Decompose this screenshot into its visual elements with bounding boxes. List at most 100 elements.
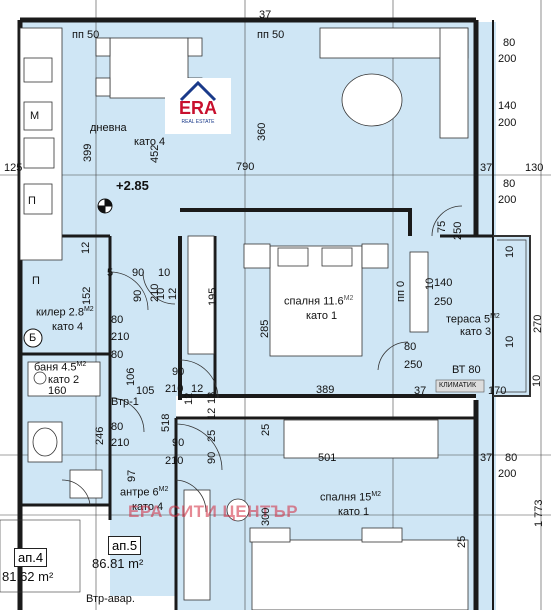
dim-389: 389 — [316, 384, 335, 396]
vt80-label: ВТ 80 — [452, 364, 481, 376]
dim-97: 97 — [126, 469, 138, 482]
dim-210d: 210 — [111, 437, 130, 449]
dim-12c: 12 — [191, 383, 204, 395]
living-room-level: +2.85 — [116, 178, 149, 193]
dim-80b: 80 — [503, 178, 516, 190]
logo-tagline: REAL ESTATE — [181, 119, 215, 125]
window-pp0: пп 0 — [395, 280, 407, 302]
dim-37-mid: 37 — [480, 162, 493, 174]
vtr-avar-label: Втр-авар. — [86, 593, 135, 605]
dim-25b: 25 — [206, 429, 218, 442]
dim-250a: 250 — [452, 221, 464, 240]
dim-210e: 210 — [165, 455, 184, 467]
dim-10f: 10 — [155, 287, 167, 300]
dim-12b: 12 — [167, 287, 179, 300]
bath-name: баня 4.5M2 — [34, 361, 87, 374]
dim-80d: 80 — [404, 341, 417, 353]
dim-10e: 10 — [158, 267, 171, 279]
dim-25a: 25 — [260, 423, 272, 436]
shaft-label: Б — [29, 332, 37, 344]
dim-300: 300 — [260, 507, 272, 526]
dim-399: 399 — [82, 143, 94, 162]
dim-285: 285 — [259, 319, 271, 338]
dim-12d: 12 — [206, 407, 218, 420]
dim-80e: 80 — [111, 314, 124, 326]
dim-452: 452 — [149, 144, 161, 163]
dim-12e: 12 — [183, 392, 195, 405]
dim-37b: 37 — [414, 385, 427, 397]
dim-90b: 90 — [132, 289, 144, 302]
dim-10c: 10 — [531, 374, 543, 387]
logo-brand: ERA — [178, 98, 217, 118]
hall-name: антре 6M2 — [120, 486, 169, 499]
unit-ap4-label: ап.4 — [14, 548, 48, 567]
dim-75: 75 — [436, 220, 448, 233]
dim-200a: 200 — [498, 53, 517, 65]
living-room-name: дневна — [90, 122, 127, 134]
dim-250c: 250 — [404, 359, 423, 371]
unit-ap5-area: 86.81 m² — [92, 556, 144, 571]
dim-360: 360 — [256, 122, 268, 141]
dim-90c: 90 — [172, 366, 185, 378]
dim-10b: 10 — [504, 335, 516, 348]
furniture — [19, 27, 469, 610]
living-room-floor: като 4 — [134, 136, 166, 148]
dim-170: 170 — [488, 385, 507, 397]
dim-140b: 140 — [434, 277, 453, 289]
window-pp50-a: пп 50 — [72, 29, 100, 41]
dim-80c: 80 — [505, 452, 518, 464]
dim-270: 270 — [532, 314, 544, 333]
dim-90a: 90 — [132, 267, 145, 279]
dim-90e: 90 — [206, 451, 218, 464]
dim-5: 5 — [107, 267, 114, 279]
door-swings — [61, 205, 463, 513]
dim-106: 106 — [125, 367, 137, 386]
dim-12a: 12 — [80, 241, 92, 254]
shaft-circle — [23, 328, 43, 348]
watermark-text: ЕРА СИТИ ЦЕНТЪР — [128, 502, 299, 521]
dim-210c: 210 — [165, 383, 184, 395]
unit-ap5-label: ап.5 — [108, 536, 142, 555]
dim-10a: 10 — [504, 245, 516, 258]
bath-floor: като 2 — [48, 374, 80, 386]
dim-25c: 25 — [456, 535, 468, 548]
dim-140a: 140 — [498, 100, 517, 112]
bedroom1-name: спалня 11.6M2 — [284, 295, 354, 308]
dim-125: 125 — [4, 162, 23, 174]
p-marker-left: П — [28, 195, 36, 207]
bedroom2-floor: като 1 — [338, 506, 370, 518]
bedroom2-name: спалня 15M2 — [320, 491, 382, 504]
dim-200b: 200 — [498, 117, 517, 129]
terrace — [493, 235, 531, 397]
dim-80f: 80 — [111, 349, 124, 361]
dim-250b: 250 — [434, 296, 453, 308]
dim-37-top: 37 — [259, 9, 272, 21]
dim-80a: 80 — [503, 37, 516, 49]
storage-name: килер 2.8M2 — [36, 306, 94, 319]
dim-518: 518 — [160, 413, 172, 432]
climatik-box — [435, 379, 485, 393]
p-marker-small: П — [32, 275, 40, 287]
dim-105: 105 — [136, 385, 155, 397]
unit-ap4-area: 81.62 m² — [2, 569, 54, 584]
unit-table-ap4 — [0, 519, 81, 593]
dim-1773: 1 773 — [533, 499, 545, 527]
terrace-floor: като 3 — [460, 326, 492, 338]
dim-130: 130 — [525, 162, 544, 174]
storage-floor: като 4 — [52, 321, 84, 333]
dim-13: 13 — [206, 391, 218, 404]
dim-160: 160 — [48, 385, 67, 397]
terrace-name: тераса 5M2 — [446, 313, 500, 326]
dim-200c: 200 — [498, 194, 517, 206]
era-logo: ERA REAL ESTATE — [165, 78, 231, 134]
house-roof-icon — [179, 80, 217, 102]
vtr1-label: Втр-1 — [111, 396, 139, 408]
dim-37-r: 37 — [480, 452, 493, 464]
dim-200d: 200 — [498, 468, 517, 480]
dim-90d: 90 — [172, 437, 185, 449]
dim-152: 152 — [81, 286, 93, 305]
m-marker: M — [30, 110, 40, 122]
dim-501: 501 — [318, 452, 337, 464]
